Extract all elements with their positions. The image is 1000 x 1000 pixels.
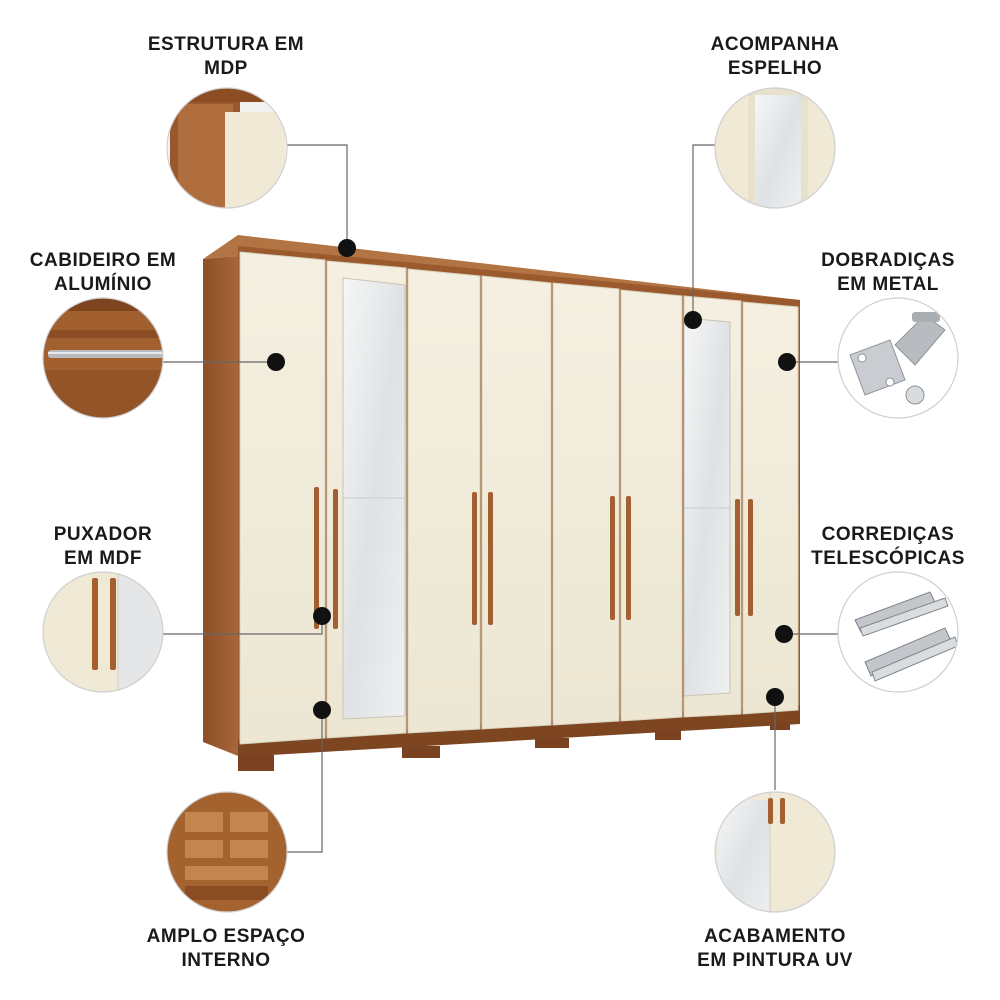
label-line: ACOMPANHA xyxy=(710,34,840,55)
door-handle xyxy=(626,496,631,620)
label-line: AMPLO ESPAÇO xyxy=(146,926,306,947)
label-line: ESTRUTURA EM xyxy=(147,34,305,55)
hotspot-dot xyxy=(775,625,793,643)
hotspot-dot xyxy=(766,688,784,706)
hotspot-dot xyxy=(684,311,702,329)
hotspot-dot xyxy=(313,701,331,719)
label-puxador-mdf: PUXADOR EM MDF xyxy=(0,523,213,571)
label-acompanha-espelho: ACOMPANHA ESPELHO xyxy=(665,33,885,81)
label-line: MDP xyxy=(204,58,248,79)
label-line: EM METAL xyxy=(837,274,939,295)
wardrobe-foot xyxy=(655,731,681,740)
door-5 xyxy=(552,282,620,726)
wardrobe-foot xyxy=(770,722,790,730)
door-handle xyxy=(488,492,493,625)
door-handle xyxy=(472,492,477,625)
hanger-rod-detail xyxy=(43,298,163,418)
door-handle xyxy=(610,496,615,620)
label-line: ESPELHO xyxy=(727,58,823,79)
label-corredicas-telescopicas: CORREDIÇAS TELESCÓPICAS xyxy=(778,523,998,571)
label-estrutura-mdp: ESTRUTURA EM MDP xyxy=(116,33,336,81)
label-line: TELESCÓPICAS xyxy=(811,548,965,569)
hotspot-dot xyxy=(267,353,285,371)
mdf-handle-detail xyxy=(43,572,163,692)
wardrobe-foot xyxy=(535,738,569,748)
door-handle xyxy=(748,499,753,616)
internal-shelves-detail xyxy=(167,792,287,912)
door-handle xyxy=(314,487,319,629)
wardrobe-foot xyxy=(402,746,440,758)
leader-line-espelho xyxy=(692,144,715,318)
leader-line-estrutura xyxy=(287,144,348,248)
metal-hinge-detail xyxy=(838,298,958,418)
door-6 xyxy=(620,289,683,722)
mirror-detail xyxy=(715,88,835,208)
label-line: CORREDIÇAS xyxy=(821,524,955,545)
label-line: ACABAMENTO xyxy=(704,926,846,947)
label-line: ALUMÍNIO xyxy=(54,274,152,295)
wardrobe-side-panel xyxy=(203,256,238,756)
door-8 xyxy=(742,301,799,715)
label-acabamento-uv: ACABAMENTO EM PINTURA UV xyxy=(665,925,885,973)
door-1 xyxy=(239,251,326,745)
wardrobe xyxy=(203,235,800,771)
label-line: INTERNO xyxy=(181,950,271,971)
hotspot-dots xyxy=(267,239,796,719)
label-line: EM PINTURA UV xyxy=(697,950,853,971)
door-3 xyxy=(407,268,481,734)
label-line: PUXADOR xyxy=(53,524,153,545)
label-line: CABIDEIRO EM xyxy=(29,250,177,271)
door-handle xyxy=(735,499,740,616)
label-dobradicas-metal: DOBRADIÇAS EM METAL xyxy=(778,249,998,297)
mirror-right xyxy=(683,317,731,697)
hotspot-dot xyxy=(778,353,796,371)
door-handle xyxy=(333,489,338,629)
hotspot-dot xyxy=(313,607,331,625)
label-line: EM MDF xyxy=(64,548,142,569)
mdp-structure-detail xyxy=(167,88,287,208)
label-line: DOBRADIÇAS xyxy=(821,250,955,271)
leader-line-amplo xyxy=(287,710,323,853)
uv-finish-detail xyxy=(715,792,835,912)
telescopic-slides-detail xyxy=(838,572,958,692)
label-amplo-espaco: AMPLO ESPAÇO INTERNO xyxy=(116,925,336,973)
hotspot-dot xyxy=(338,239,356,257)
wardrobe-foot xyxy=(238,755,274,771)
door-4 xyxy=(481,275,552,730)
label-cabideiro-aluminio: CABIDEIRO EM ALUMÍNIO xyxy=(0,249,213,297)
